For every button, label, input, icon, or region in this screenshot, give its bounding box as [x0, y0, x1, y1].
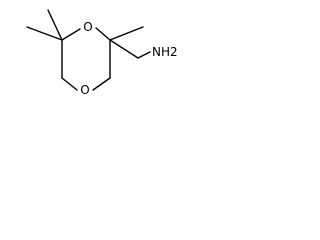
bond-c3-o4: [92, 77, 111, 91]
chemical-structure: O O NH2: [26, 9, 178, 97]
bond-o1-c2: [95, 27, 111, 41]
bond-c2-methyl: [109, 26, 144, 41]
bond-c6-methyl-left: [26, 26, 63, 41]
bond-o4-c5: [61, 77, 78, 91]
bond-c6-o1: [61, 28, 81, 41]
atom-label-o1: O: [83, 20, 92, 34]
bond-c2-ch2: [109, 39, 139, 59]
atom-label-o4: O: [80, 83, 89, 97]
bond-c6-methyl-upper: [47, 9, 63, 41]
bond-ch2-n: [137, 51, 151, 59]
atom-label-nh2: NH2: [152, 45, 178, 59]
